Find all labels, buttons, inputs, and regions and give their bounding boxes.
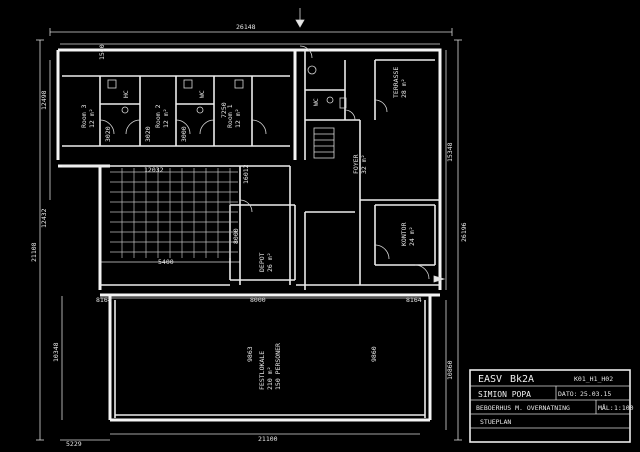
title-scale: 1:100 — [614, 404, 634, 412]
fixtures — [107, 65, 347, 114]
wc-ad-label: WC — [312, 98, 320, 106]
dim-room-left-d: 7250 — [220, 102, 228, 118]
terrace-label: TERRASSE28 m² — [392, 67, 408, 98]
dim-left-upper2: 12432 — [40, 208, 48, 228]
wc-hc-label: HC — [122, 90, 130, 98]
title-sheet: STUEPLAN — [480, 418, 511, 426]
room-2-label: Room 212 m² — [154, 104, 170, 128]
dim-bottom: 21100 — [258, 435, 278, 443]
room-1-label: Room 112 m² — [226, 104, 242, 128]
dim-hall-side2: 9860 — [370, 346, 378, 362]
dim-top-small: 1500 — [98, 44, 106, 60]
stair — [313, 127, 335, 159]
title-block: EASV Bk2A K01_H1_H02 SIMION POPA DATO: 2… — [469, 369, 634, 443]
dim-mid-band: 8000 — [250, 296, 266, 304]
dim-small-b: 8164 — [406, 296, 422, 304]
wc-label: WC — [198, 90, 206, 98]
room-3-label: Room 312 m² — [80, 104, 96, 128]
room-labels: Room 312 m² Room 212 m² Room 112 m² TERR… — [80, 67, 416, 390]
dim-hall-side: 9863 — [246, 346, 254, 362]
tiled-area — [110, 168, 238, 258]
dim-left-overall: 21108 — [30, 242, 38, 262]
title-class: Bk2A — [510, 374, 534, 385]
hall-label: FESTLOKALE210 m²150 PERSONER — [258, 343, 282, 390]
dim-room-left-a: 3020 — [104, 126, 112, 142]
dim-room-left-b: 3020 — [144, 126, 152, 142]
dim-right-upper: 15348 — [446, 142, 454, 162]
title-project: BEBOERHUS M. OVERNATNING — [476, 404, 570, 412]
dim-corridor-lower: 16012 — [242, 164, 250, 184]
title-date-label: DATO: — [558, 390, 578, 398]
dim-room-height: 8000 — [232, 228, 240, 244]
dim-left-lower: 10348 — [52, 342, 60, 362]
dimension-labels: 26148 8000 21100 5229 8164 8164 5400 120… — [30, 23, 468, 448]
title-scale-label: MÅL: — [598, 403, 614, 412]
dim-corridor: 12032 — [144, 166, 164, 174]
dim-left-upper: 12498 — [40, 90, 48, 110]
dim-small-a: 8164 — [96, 296, 112, 304]
dim-top-overall: 26148 — [236, 23, 256, 31]
door-swings — [99, 45, 430, 280]
dim-room-left-c: 3000 — [180, 126, 188, 142]
office-label: KONTOR24 m² — [400, 222, 416, 246]
markers — [295, 19, 446, 283]
dimension-lines — [36, 8, 462, 441]
title-code: K01_H1_H02 — [574, 375, 613, 383]
title-date: 25.03.15 — [580, 390, 611, 398]
dim-room-width: 5400 — [158, 258, 174, 266]
foyer-label: FOYER32 m² — [352, 154, 368, 174]
depot-label: DEPOT26 m² — [258, 252, 274, 272]
dim-right-lower: 10860 — [446, 360, 454, 380]
title-course: EASV — [478, 374, 502, 385]
title-name: SIMION POPA — [478, 390, 531, 399]
dim-right-overall: 26196 — [460, 222, 468, 242]
dim-bottom-left: 5229 — [66, 440, 82, 448]
